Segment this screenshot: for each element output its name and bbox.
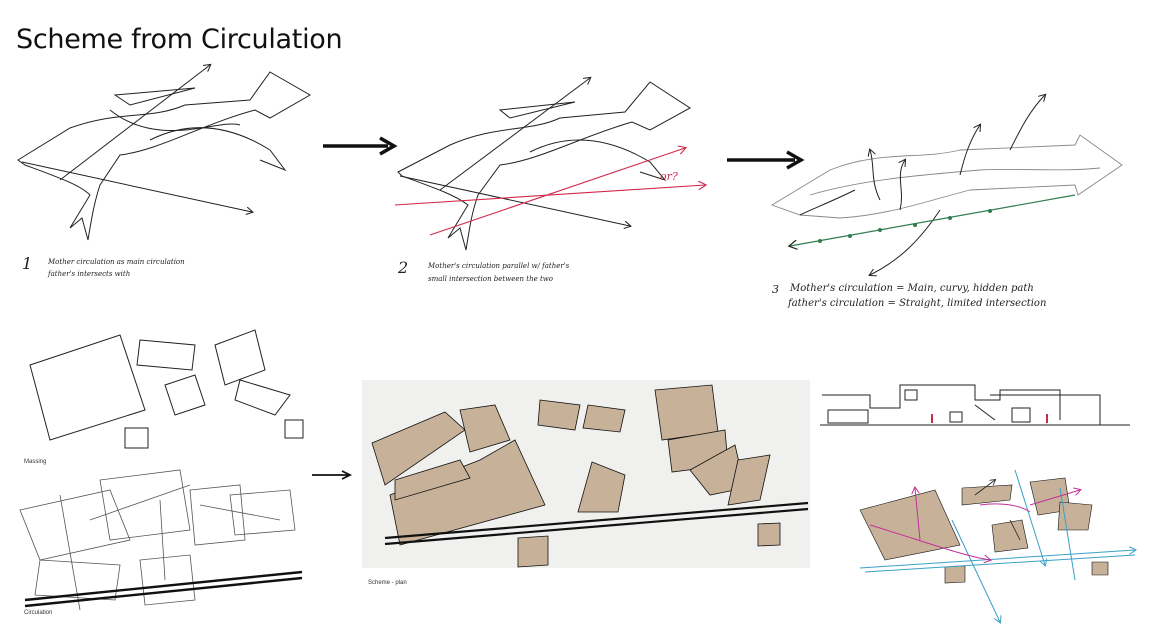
magenta-paths bbox=[869, 488, 1080, 560]
note-step-2-line-2: small intersection between the two bbox=[428, 275, 553, 283]
massing-sketch bbox=[29, 329, 304, 449]
green-dots bbox=[818, 209, 992, 243]
circulation-main-path bbox=[24, 570, 303, 608]
caption-circulation: Circulation bbox=[24, 610, 53, 616]
note-step-1-line-1: Mother circulation as main circulation bbox=[48, 258, 185, 266]
note-step-2-number: 2 bbox=[398, 258, 409, 277]
note-step-2-line-1: Mother's circulation parallel w/ father'… bbox=[428, 262, 570, 270]
plan-main-path bbox=[384, 501, 809, 546]
sketch-3-circulation bbox=[770, 134, 1123, 219]
green-circulation bbox=[790, 194, 1076, 246]
blue-paths bbox=[859, 469, 1135, 622]
sketch-2-circulation bbox=[397, 78, 691, 251]
note-step-3-line-2: father's circulation = Straight, limited… bbox=[788, 298, 1047, 309]
note-step-3-number: 3 bbox=[772, 283, 779, 296]
caption-scheme-plan: Scheme - plan bbox=[368, 580, 407, 586]
red-circulation-lines bbox=[394, 148, 705, 236]
circulation-sketch bbox=[19, 469, 296, 611]
plan-blocks bbox=[371, 384, 781, 568]
note-step-3-line-1: Mother's circulation = Main, curvy, hidd… bbox=[790, 283, 1034, 294]
section-sketch bbox=[820, 384, 1130, 426]
sketch-1-circulation bbox=[17, 65, 312, 241]
note-step-1-line-2: father's intersects with bbox=[48, 270, 131, 278]
page-title: Scheme from Circulation bbox=[16, 24, 343, 55]
sketch-3-branches bbox=[799, 95, 1045, 275]
or-note: or? bbox=[660, 170, 678, 183]
caption-massing: Massing bbox=[24, 459, 47, 465]
overlay-blocks bbox=[859, 477, 1109, 584]
note-step-1-number: 1 bbox=[22, 254, 33, 273]
